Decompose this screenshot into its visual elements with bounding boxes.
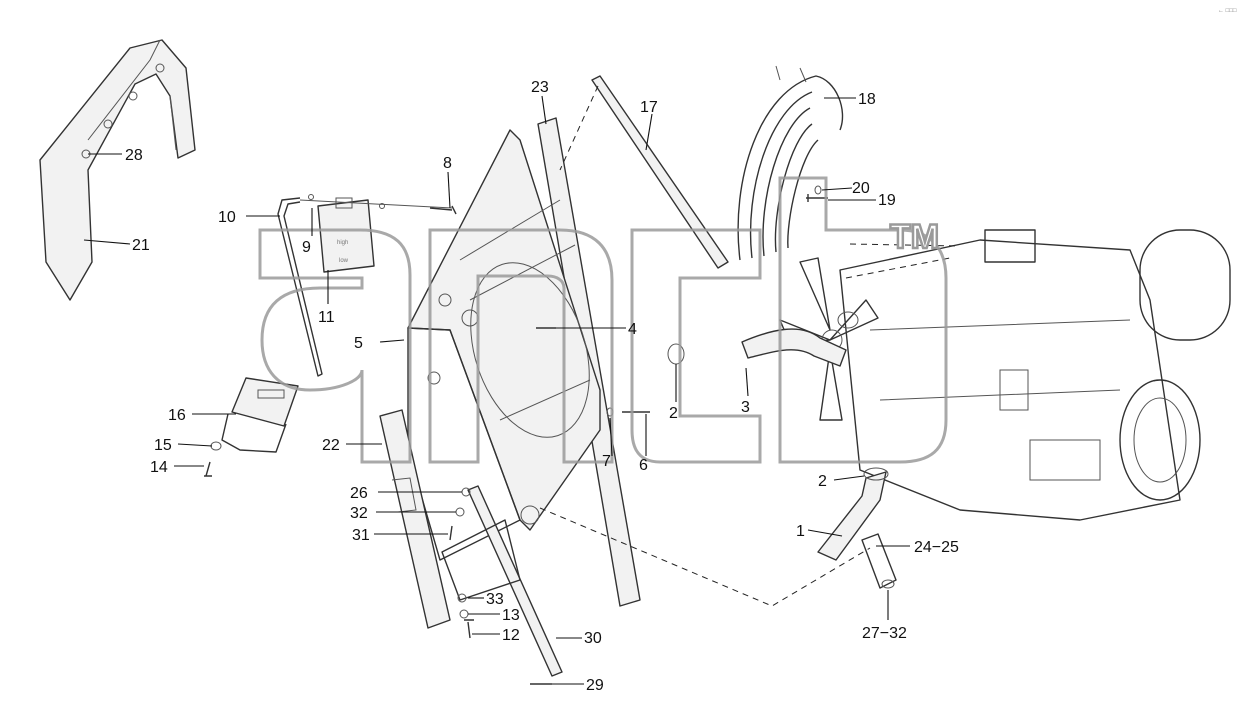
part-16-support-plate <box>221 377 299 453</box>
callout-2-lower: 2 <box>818 473 827 490</box>
callout-24-25: 24−25 <box>914 539 959 556</box>
engine-block <box>839 229 1231 521</box>
callout-19: 19 <box>878 192 896 209</box>
corner-mark: ← □□□ <box>1218 8 1237 14</box>
callout-12: 12 <box>502 627 520 644</box>
callout-29: 29 <box>586 677 604 694</box>
part-18-fan-guard <box>737 65 844 261</box>
part-19-20-bolt-washer <box>806 185 828 202</box>
part-8-bolt <box>429 205 457 215</box>
callout-1: 1 <box>796 523 805 540</box>
callout-16: 16 <box>168 407 186 424</box>
callout-9: 9 <box>302 239 311 256</box>
radiator-fasteners <box>449 327 650 685</box>
callout-14: 14 <box>150 459 168 476</box>
callout-13: 13 <box>502 607 520 624</box>
callout-22: 22 <box>322 437 340 454</box>
part-22-upright-post <box>379 409 451 629</box>
callout-6: 6 <box>639 457 648 474</box>
part-14-15-bolt-washer <box>204 441 222 477</box>
callout-23: 23 <box>531 79 549 96</box>
callout-4: 4 <box>628 321 637 338</box>
part-9-11-expansion-tank: high low <box>299 194 453 273</box>
tank-low-label: low <box>339 258 349 264</box>
callout-2-upper: 2 <box>669 405 678 422</box>
callout-27-32: 27−32 <box>862 625 907 642</box>
callout-10: 10 <box>218 209 236 226</box>
part-17-stay-rod <box>591 75 729 269</box>
callout-7: 7 <box>602 453 611 470</box>
callout-11: 11 <box>318 309 335 326</box>
trademark-mark: TM <box>890 218 939 256</box>
callout-32: 32 <box>350 505 368 522</box>
part-21-hood-frame <box>39 39 196 301</box>
radiator-assembly <box>407 129 601 561</box>
part-1-lower-hose <box>817 467 897 589</box>
callout-18: 18 <box>858 91 876 108</box>
callout-31: 31 <box>352 527 370 544</box>
watermark: TM <box>258 176 948 464</box>
callout-33: 33 <box>486 591 504 608</box>
reference-lines <box>539 85 961 607</box>
callout-21: 21 <box>132 237 150 254</box>
callout-28: 28 <box>125 147 143 164</box>
tank-high-label: high <box>337 240 348 246</box>
callout-3: 3 <box>741 399 750 416</box>
callout-20: 20 <box>852 180 870 197</box>
callout-5: 5 <box>354 335 363 352</box>
part-10-overflow-pipe <box>277 197 323 377</box>
mount-bracket <box>441 519 521 601</box>
callout-26: 26 <box>350 485 368 502</box>
part-3-upper-hose <box>667 311 859 367</box>
callout-8: 8 <box>443 155 452 172</box>
callout-17: 17 <box>640 99 658 116</box>
callout-leaders <box>83 95 910 685</box>
callout-15: 15 <box>154 437 172 454</box>
callout-30: 30 <box>584 630 602 647</box>
callout-labels: 28 21 23 17 18 20 19 8 10 9 11 5 4 2 3 7… <box>125 79 959 694</box>
